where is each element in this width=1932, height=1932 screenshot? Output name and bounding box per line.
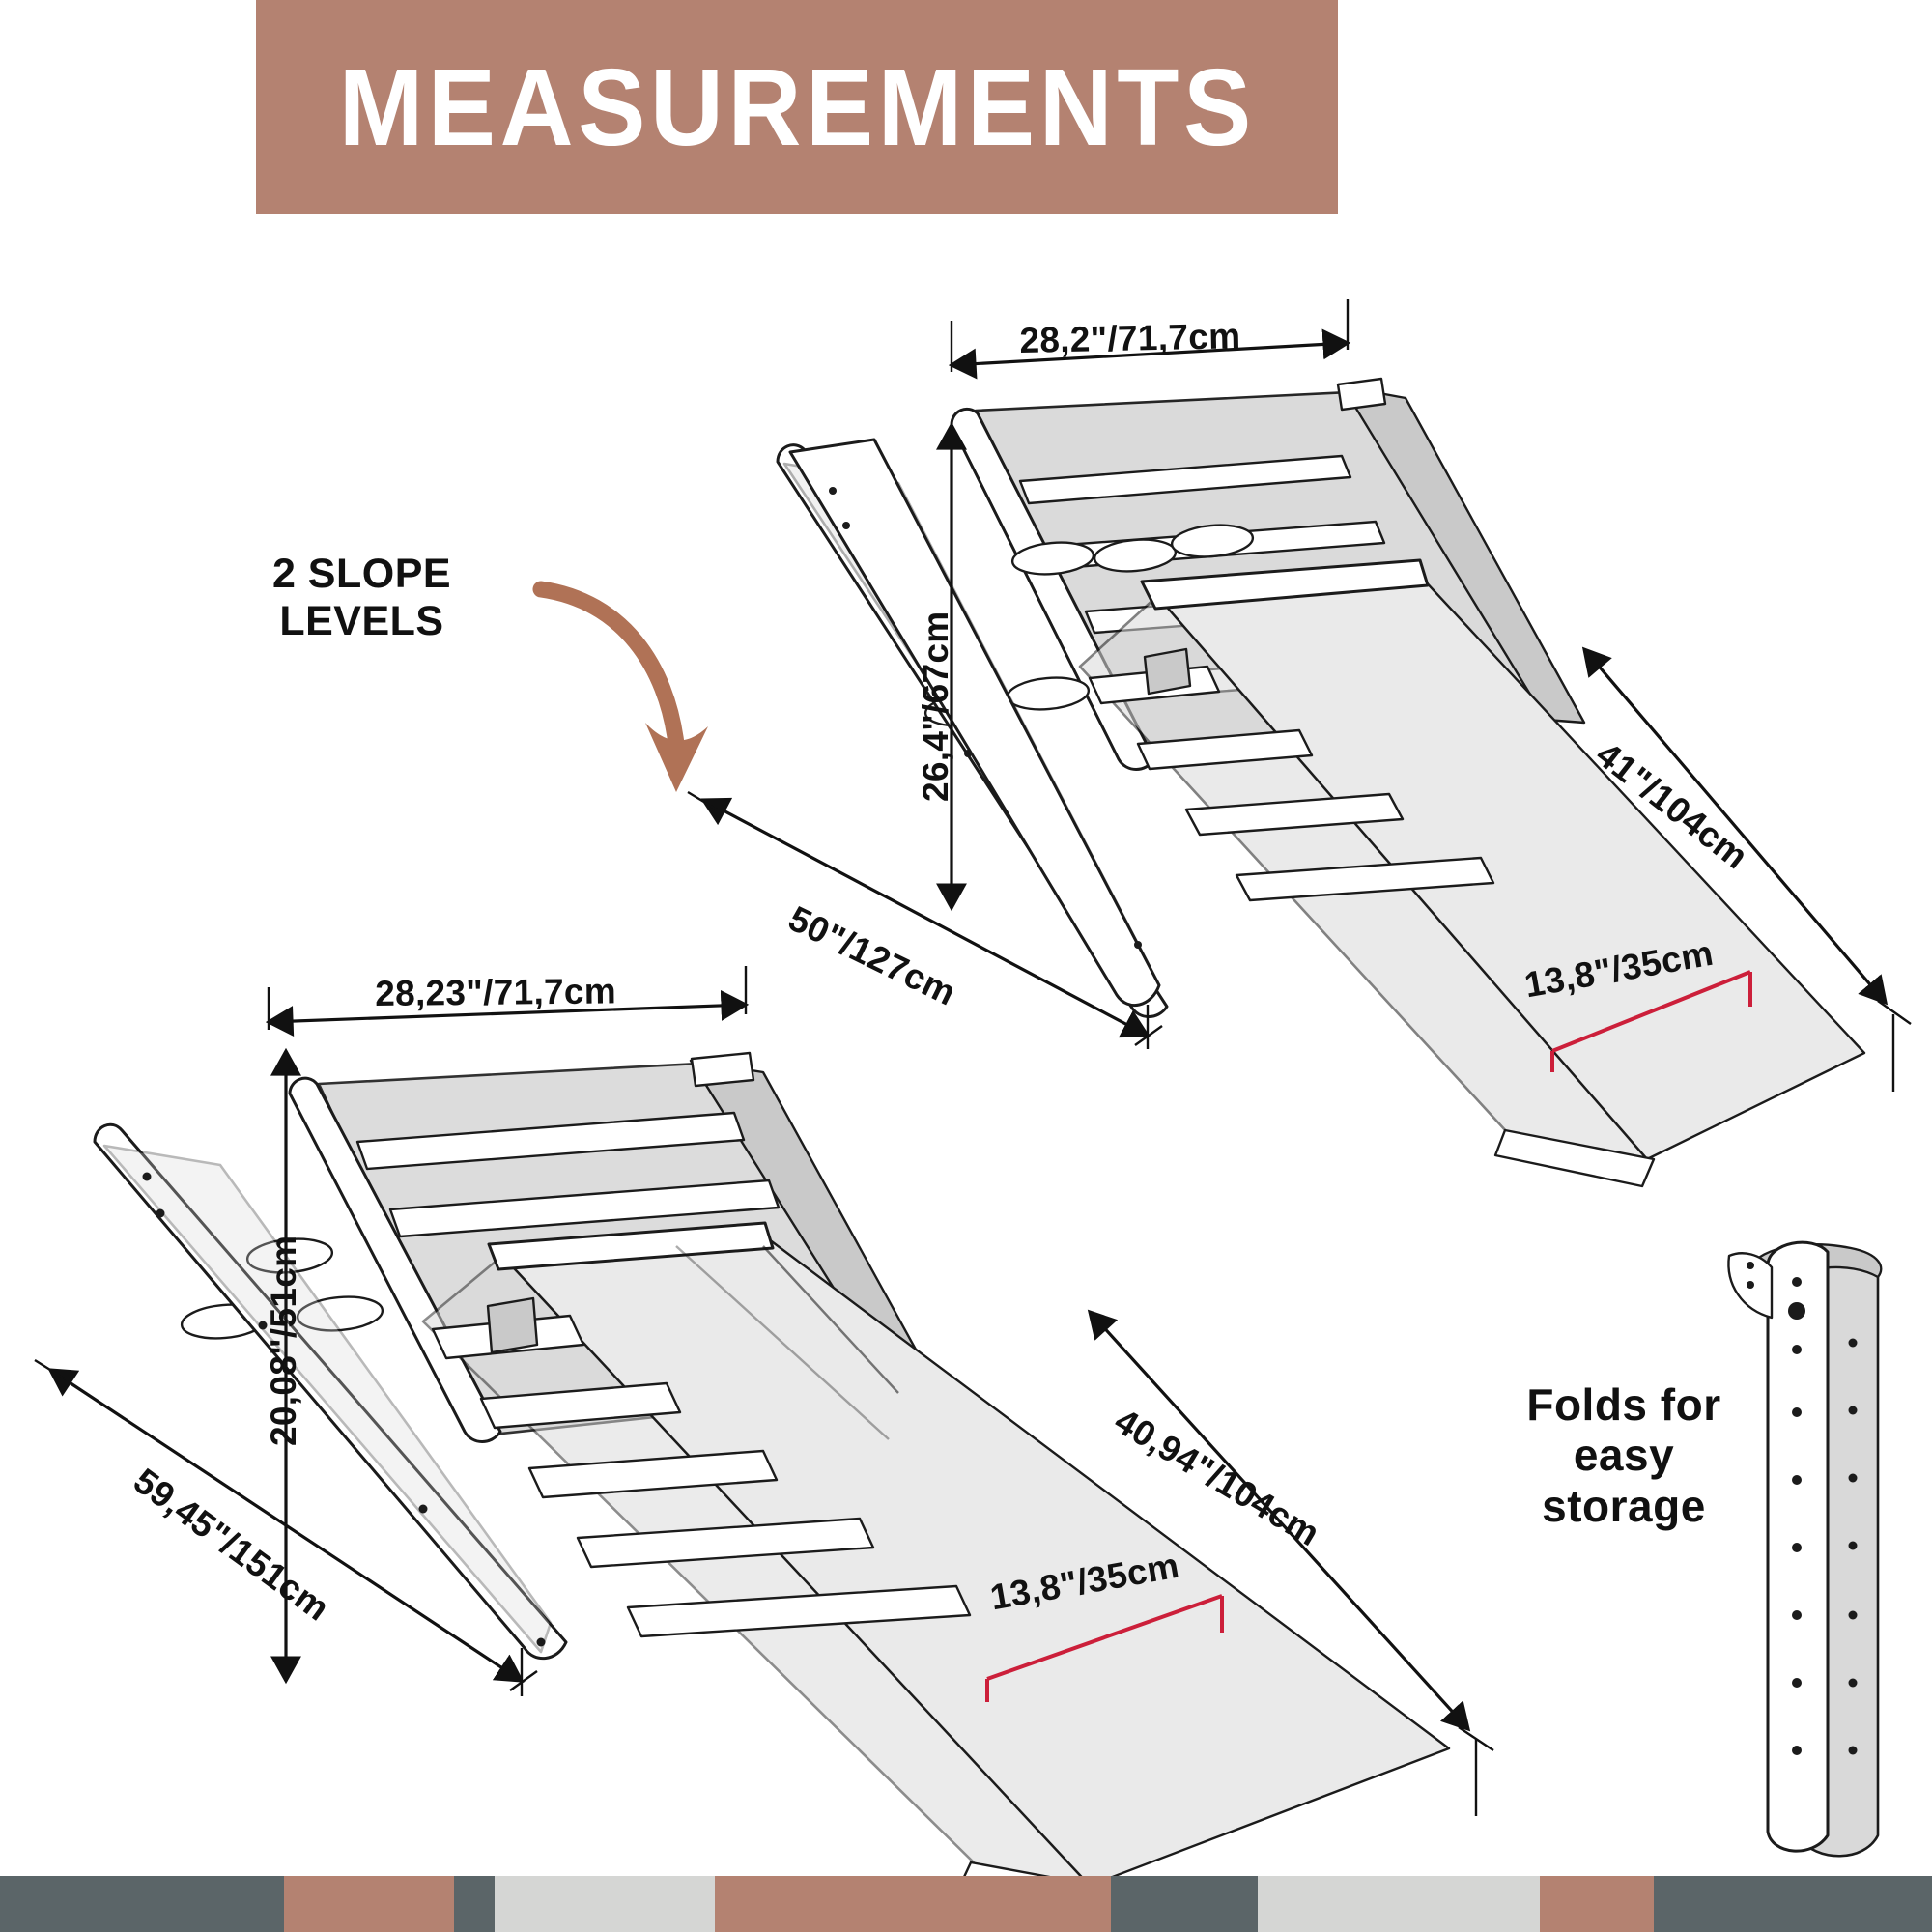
dimension-lines-bottom	[34, 966, 1494, 1816]
dimension-label-top-width-high: 28,2"/71,7cm	[1019, 316, 1241, 360]
ladder-steps-bottom	[431, 1314, 972, 1638]
dimension-label-height-low: 20,08"/51cm	[264, 1235, 303, 1446]
header-banner: MEASUREMENTS	[256, 0, 1338, 214]
bottom-strip-segment	[495, 1876, 715, 1932]
callout-slope-levels: 2 SLOPE LEVELS	[243, 551, 480, 645]
bottom-strip-segment	[454, 1876, 495, 1932]
folded-panel-illustration	[1727, 1240, 1883, 1858]
dimension-lines-top	[687, 299, 1912, 1092]
triangle-rungs-bottom	[355, 1111, 781, 1238]
hand-holds-bottom	[180, 1237, 384, 1340]
dimension-label-top-width-low: 28,23"/71,7cm	[375, 971, 617, 1013]
diagram-bottom-illustration	[93, 1051, 1451, 1917]
diagram-top-illustration	[776, 377, 1866, 1188]
bottom-strip-segment	[284, 1876, 454, 1932]
bottom-strip-segment	[0, 1876, 284, 1932]
bottom-strip-segment	[1111, 1876, 1258, 1932]
folded-panel-holes	[1747, 1262, 1858, 1755]
dimension-label-height-high: 26,4"/67cm	[916, 611, 955, 802]
bottom-strip-segment	[1654, 1876, 1932, 1932]
slope-levels-arrow-icon	[532, 581, 708, 792]
callout-folds-line1: Folds for	[1526, 1379, 1721, 1430]
bottom-strip-segment	[1540, 1876, 1654, 1932]
callout-folds-storage: Folds for easy storage	[1493, 1379, 1754, 1531]
callout-slope-line2: LEVELS	[279, 598, 444, 645]
bottom-strip-segment	[1258, 1876, 1540, 1932]
bottom-color-strip	[0, 1876, 1932, 1932]
bottom-strip-segment	[715, 1876, 1111, 1932]
page-title: MEASUREMENTS	[338, 45, 1256, 168]
callout-slope-line1: 2 SLOPE	[271, 551, 452, 597]
callout-folds-line2: easy	[1573, 1430, 1675, 1481]
callout-folds-line3: storage	[1542, 1480, 1706, 1531]
